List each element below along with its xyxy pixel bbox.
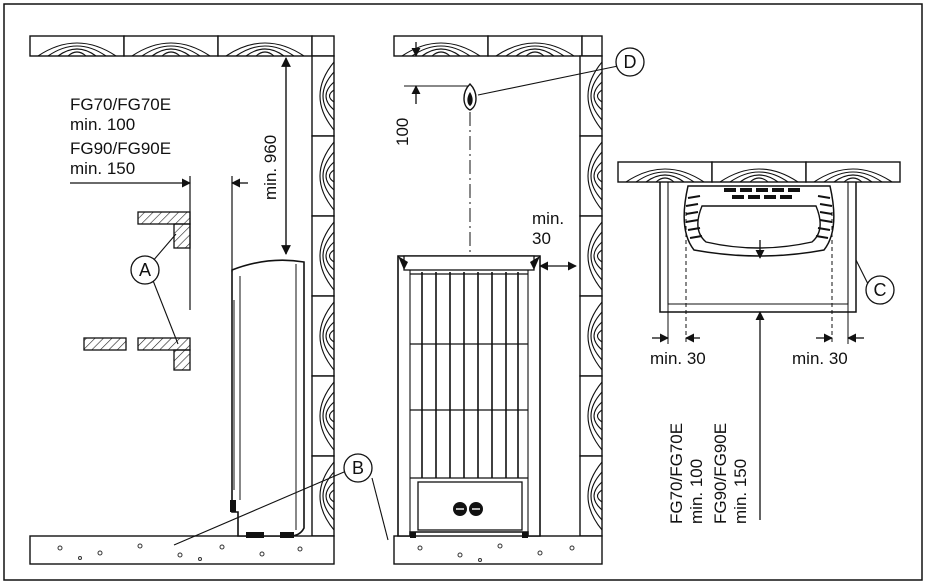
heater-side-view [230, 259, 305, 538]
middle-view: 100 min. 30 D [393, 35, 645, 565]
left-wall [311, 55, 335, 537]
callout-d-label: D [624, 52, 637, 72]
height-min-label: min. 960 [261, 135, 280, 200]
obstacle-blocks [83, 211, 191, 371]
middle-floor [393, 535, 603, 565]
callout-d-circle [615, 47, 645, 77]
top-distance-label: 100 [393, 118, 412, 146]
left-fg90-model: FG90/FG90E [70, 139, 171, 158]
heater-front-view [397, 255, 541, 538]
left-floor [29, 535, 335, 565]
side-min-line2: 30 [532, 229, 551, 248]
guide-lines [685, 212, 833, 344]
callout-b-circle [343, 453, 373, 483]
callout-c-circle [865, 275, 895, 305]
heater-top-view [683, 185, 835, 257]
side-min-line1: min. [532, 209, 564, 228]
callout-c-label: C [874, 280, 887, 300]
right-view: min. 30 min. 30 C FG70/FG70E min. 100 FG… [617, 161, 901, 524]
left-fg70-model: FG70/FG70E [70, 95, 171, 114]
right-fg70-min: min. 100 [687, 459, 706, 524]
middle-wall [579, 55, 603, 537]
temperature-sensor [463, 83, 477, 111]
callout-a-circle [130, 255, 160, 285]
right-fg70-model: FG70/FG70E [667, 423, 686, 524]
callout-a-label: A [139, 260, 151, 280]
outer-frame [3, 3, 923, 581]
right-right-min: min. 30 [792, 349, 848, 368]
right-fg90-model: FG90/FG90E [711, 423, 730, 524]
right-left-min: min. 30 [650, 349, 706, 368]
left-ceiling [29, 35, 335, 57]
left-fg90-min: min. 150 [70, 159, 135, 178]
right-ceiling [617, 161, 901, 183]
middle-ceiling [393, 35, 603, 57]
right-fg90-min: min. 150 [731, 459, 750, 524]
left-view: FG70/FG70E min. 100 FG90/FG90E min. 150 … [29, 35, 389, 565]
left-fg70-min: min. 100 [70, 115, 135, 134]
callout-b-label: B [352, 458, 364, 478]
